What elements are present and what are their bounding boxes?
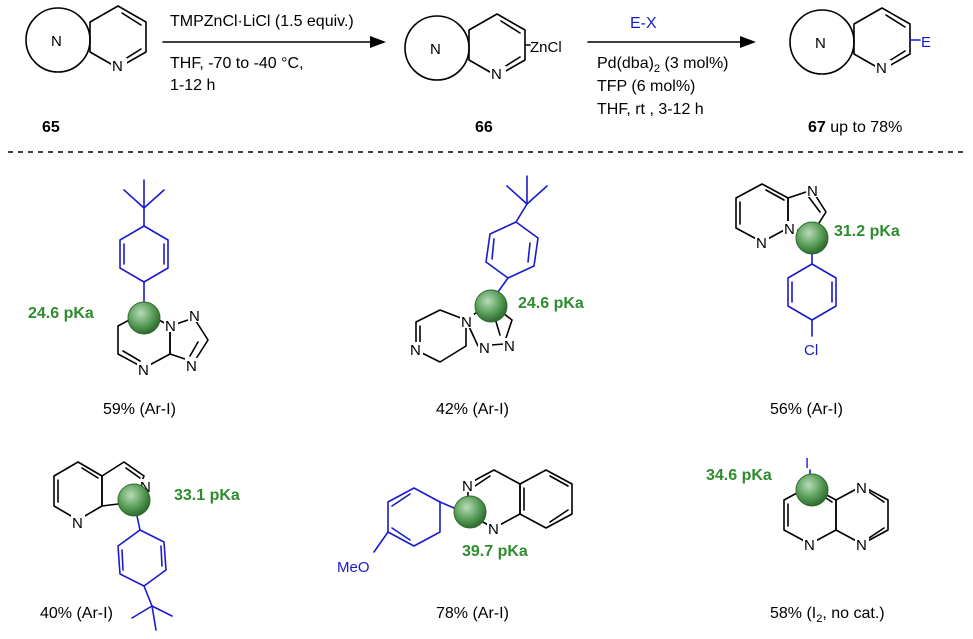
svg-text:N: N xyxy=(807,183,818,200)
svg-text:N: N xyxy=(491,66,502,83)
example-3-chloro-label: Cl xyxy=(804,342,818,359)
svg-text:N: N xyxy=(479,340,490,357)
example-2-structure: N N N N xyxy=(409,175,548,363)
step1-conditions-1: THF, -70 to -40 °C, xyxy=(170,55,304,72)
example-4-yield: 40% (Ar-I) xyxy=(40,605,113,622)
svg-text:N: N xyxy=(815,35,826,52)
example-2-pka: 24.6 pKa xyxy=(518,295,584,312)
svg-text:N: N xyxy=(410,342,421,359)
compound-66-label: 66 xyxy=(475,119,493,136)
svg-text:N: N xyxy=(165,318,176,335)
svg-text:N: N xyxy=(488,521,499,538)
example-6-yield: 58% (I2, no cat.) xyxy=(770,605,885,625)
example-5-methoxy-label: MeO xyxy=(337,559,370,576)
step2-electrophile: E-X xyxy=(630,15,657,32)
example-1-pka: 24.6 pKa xyxy=(28,305,94,322)
svg-text:N: N xyxy=(856,480,867,497)
example-5-structure: N N MeO xyxy=(337,469,573,576)
ring-n-label: N xyxy=(51,33,62,50)
svg-text:N: N xyxy=(186,358,197,375)
example-4-structure: N N xyxy=(53,461,173,631)
step2-ligand: TFP (6 mol%) xyxy=(597,78,695,95)
electrophile-e-label: E xyxy=(921,34,931,51)
example-4-pka: 33.1 pKa xyxy=(174,487,240,504)
svg-text:N: N xyxy=(461,314,472,331)
svg-text:N: N xyxy=(756,235,767,252)
svg-text:N: N xyxy=(112,58,123,75)
example-3-pka: 31.2 pKa xyxy=(834,223,900,240)
svg-text:N: N xyxy=(504,338,515,355)
svg-text:N: N xyxy=(876,60,887,77)
compound-67-label: 67 up to 78% xyxy=(808,119,902,136)
example-2-yield: 42% (Ar-I) xyxy=(436,401,509,418)
example-5-pka: 39.7 pKa xyxy=(462,543,528,560)
step1-reagent: TMPZnCl·LiCl (1.5 equiv.) xyxy=(170,13,354,30)
example-3-yield: 56% (Ar-I) xyxy=(770,401,843,418)
zinc-chloride-label: ZnCl xyxy=(530,39,562,56)
example-6-structure: N N N I xyxy=(783,455,889,554)
svg-text:N: N xyxy=(462,478,473,495)
example-3-structure: N N N Cl xyxy=(735,183,837,359)
example-1-structure: N N N N xyxy=(117,179,209,379)
svg-text:N: N xyxy=(72,515,83,532)
example-6-pka: 34.6 pKa xyxy=(706,467,772,484)
compound-65-structure: N N xyxy=(25,5,147,75)
svg-text:N: N xyxy=(856,537,867,554)
svg-text:N: N xyxy=(430,41,441,58)
compound-65-label: 65 xyxy=(42,119,60,136)
svg-text:N: N xyxy=(784,221,795,238)
step1-conditions-2: 1-12 h xyxy=(170,77,215,94)
example-1-yield: 59% (Ar-I) xyxy=(103,401,176,418)
step2-catalyst: Pd(dba)2 (3 mol%) xyxy=(597,55,729,75)
svg-text:N: N xyxy=(140,479,151,496)
compound-66-structure: N N ZnCl xyxy=(404,13,562,83)
svg-text:N: N xyxy=(804,537,815,554)
svg-text:N: N xyxy=(138,362,149,379)
example-5-yield: 78% (Ar-I) xyxy=(436,605,509,622)
compound-67-structure: N N E xyxy=(789,7,931,77)
example-6-iodo-label: I xyxy=(805,455,809,472)
step2-conditions: THF, rt , 3-12 h xyxy=(597,101,704,118)
svg-text:N: N xyxy=(189,308,200,325)
